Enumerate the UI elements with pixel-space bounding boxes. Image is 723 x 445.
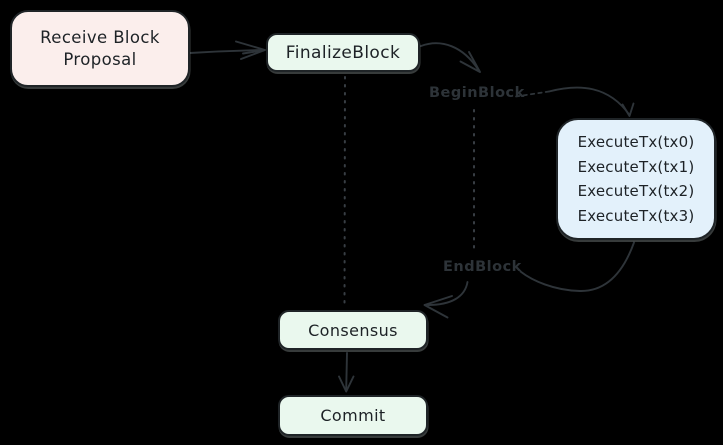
node-label-line: Proposal (63, 49, 137, 69)
arrow-head (338, 375, 355, 393)
arrow-finalize-to-beginblock (420, 42, 481, 73)
node-label-line: ExecuteTx(tx3) (577, 206, 695, 225)
label-beginblock: BeginBlock (429, 85, 525, 101)
dashed-segment (515, 90, 550, 98)
curve-executetx-to-endblock (519, 241, 635, 292)
node-executetx: ExecuteTx(tx0) ExecuteTx(tx1) ExecuteTx(… (556, 118, 716, 240)
arrow-shaft (189, 49, 263, 54)
dotted-line-finalize-to-consensus (343, 76, 346, 307)
arrow-head (423, 295, 453, 319)
curve-segment (548, 86, 631, 116)
node-label: FinalizeBlock (285, 42, 401, 63)
arrow-consensus-to-commit (338, 352, 355, 393)
node-label-line: ExecuteTx(tx2) (577, 182, 695, 200)
node-label-line: ExecuteTx(tx1) (577, 157, 695, 176)
arrow-receive-to-finalize (189, 40, 266, 60)
node-label: Consensus (308, 320, 398, 340)
label-endblock: EndBlock (443, 259, 522, 275)
node-receive-block-proposal: Receive Block Proposal (10, 10, 190, 87)
node-label: Commit (320, 406, 386, 425)
curve (519, 241, 635, 292)
arrow-head (459, 51, 481, 73)
node-label-line: ExecuteTx(tx0) (577, 133, 695, 151)
arrow-head-inner (242, 49, 263, 55)
link-beginblock-to-executetx (515, 86, 635, 117)
arrow-shaft (345, 352, 348, 391)
arrow-shaft (420, 42, 480, 71)
arrow-endblock-to-consensus (423, 281, 469, 319)
arrow-head (621, 102, 635, 117)
arrow-shaft (427, 281, 469, 306)
arrow-head (235, 40, 266, 60)
node-finalizeblock: FinalizeBlock (266, 33, 420, 72)
node-label-line: Receive Block (40, 27, 160, 47)
node-consensus: Consensus (278, 310, 428, 350)
node-commit: Commit (278, 395, 428, 436)
